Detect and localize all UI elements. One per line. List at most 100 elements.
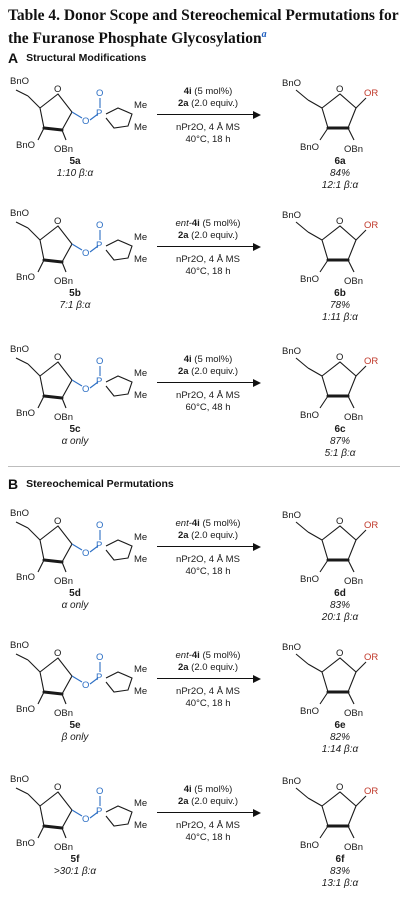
catalyst-line: 4i (5 mol%) xyxy=(183,354,233,365)
svg-text:BnO: BnO xyxy=(16,272,35,283)
section-a-title: Structural Modifications xyxy=(26,52,147,64)
footnote-mark: a xyxy=(261,29,267,40)
donor-id: 5b xyxy=(69,288,81,299)
solvent-line: nPr2O, 4 Å MS xyxy=(176,820,240,831)
product-yield: 82% xyxy=(329,732,350,743)
product-id: 6f xyxy=(335,854,345,865)
product-id: 6b xyxy=(334,288,346,299)
svg-text:O: O xyxy=(336,516,343,527)
temp-time-line: 40°C, 18 h xyxy=(185,565,231,577)
svg-text:P: P xyxy=(96,806,102,817)
svg-text:P: P xyxy=(96,108,102,119)
product-selectivity: 5:1 β:α xyxy=(324,448,356,459)
donor-id: 5c xyxy=(69,424,81,435)
acceptor-line: 2a (2.0 equiv.) xyxy=(177,661,239,673)
catalyst-line: ent-4i (5 mol%) xyxy=(175,218,241,229)
section-a-header: A Structural Modifications xyxy=(8,50,146,66)
solvent-line: nPr2O, 4 Å MS xyxy=(176,254,240,265)
donor-structure: O BnO BnO OBn O P O Me Me xyxy=(10,76,147,155)
svg-text:Me: Me xyxy=(134,100,147,111)
svg-text:O: O xyxy=(82,814,89,825)
product-id: 6a xyxy=(334,156,346,167)
acceptor-line: 2a (2.0 equiv.) xyxy=(177,365,239,377)
table-title-text: Table 4. Donor Scope and Stereochemical … xyxy=(8,7,399,48)
donor-structure: O BnO BnO OBn O P O Me Me xyxy=(10,208,147,287)
svg-text:BnO: BnO xyxy=(282,642,301,653)
svg-text:BnO: BnO xyxy=(10,344,29,355)
svg-text:OR: OR xyxy=(364,786,378,797)
product-structure: O BnO BnO OBn OR xyxy=(282,78,378,155)
reaction-arrow xyxy=(153,110,263,120)
svg-text:BnO: BnO xyxy=(282,346,301,357)
reaction-conditions: ent-4i (5 mol%)2a (2.0 equiv.)nPr2O, 4 Å… xyxy=(153,218,263,277)
temp-time-line: 40°C, 18 h xyxy=(185,265,231,277)
product-yield: 78% xyxy=(329,300,350,311)
donor-structure: O BnO BnO OBn O P O Me Me xyxy=(10,774,147,853)
product-id: 6d xyxy=(334,588,346,599)
product-selectivity: 12:1 β:α xyxy=(321,180,359,191)
svg-text:O: O xyxy=(82,248,89,259)
svg-text:OBn: OBn xyxy=(344,276,363,287)
svg-text:OR: OR xyxy=(364,220,378,231)
svg-text:BnO: BnO xyxy=(16,572,35,583)
svg-text:Me: Me xyxy=(134,532,147,543)
catalyst-line: 4i (5 mol%) xyxy=(183,784,233,795)
svg-text:BnO: BnO xyxy=(10,208,29,219)
acceptor-line: 2a (2.0 equiv.) xyxy=(177,795,239,807)
acceptor-line: 2a (2.0 equiv.) xyxy=(177,97,239,109)
svg-text:OBn: OBn xyxy=(344,576,363,587)
svg-text:OR: OR xyxy=(364,88,378,99)
solvent-line: nPr2O, 4 Å MS xyxy=(176,390,240,401)
product-yield: 87% xyxy=(329,436,350,447)
catalyst-line: ent-4i (5 mol%) xyxy=(175,518,241,529)
product-structure: O BnO BnO OBn OR xyxy=(282,210,378,287)
donor-structure: O BnO BnO OBn O P O Me Me xyxy=(10,344,147,423)
svg-text:Me: Me xyxy=(134,820,147,831)
donor-selectivity: >30:1 β:α xyxy=(53,866,97,877)
section-divider xyxy=(8,466,400,467)
reaction-arrow xyxy=(153,542,263,552)
product-selectivity: 1:11 β:α xyxy=(322,312,358,323)
svg-text:BnO: BnO xyxy=(16,704,35,715)
svg-text:OR: OR xyxy=(364,652,378,663)
svg-text:BnO: BnO xyxy=(10,508,29,519)
svg-text:O: O xyxy=(96,652,103,663)
section-a-letter: A xyxy=(8,50,19,66)
svg-text:BnO: BnO xyxy=(282,776,301,787)
donor-selectivity: 7:1 β:α xyxy=(59,300,91,311)
svg-text:OBn: OBn xyxy=(344,144,363,155)
svg-text:BnO: BnO xyxy=(10,774,29,785)
reaction-conditions: ent-4i (5 mol%)2a (2.0 equiv.)nPr2O, 4 Å… xyxy=(153,650,263,709)
svg-text:O: O xyxy=(336,648,343,659)
svg-text:OBn: OBn xyxy=(344,708,363,719)
svg-text:OBn: OBn xyxy=(54,144,73,155)
svg-text:BnO: BnO xyxy=(10,76,29,87)
product-structure: O BnO BnO OBn OR xyxy=(282,346,378,423)
temp-time-line: 40°C, 18 h xyxy=(185,697,231,709)
svg-text:O: O xyxy=(336,216,343,227)
svg-text:O: O xyxy=(54,84,61,95)
solvent-line: nPr2O, 4 Å MS xyxy=(176,554,240,565)
svg-text:OBn: OBn xyxy=(54,412,73,423)
donor-selectivity: β only xyxy=(61,732,89,743)
svg-text:O: O xyxy=(54,216,61,227)
svg-text:OR: OR xyxy=(364,520,378,531)
product-structure: O BnO BnO OBn OR xyxy=(282,776,378,853)
svg-text:O: O xyxy=(336,84,343,95)
acceptor-line: 2a (2.0 equiv.) xyxy=(177,529,239,541)
donor-structure: O BnO BnO OBn O P O Me Me xyxy=(10,508,147,587)
svg-text:OBn: OBn xyxy=(344,412,363,423)
svg-text:O: O xyxy=(96,220,103,231)
svg-text:Me: Me xyxy=(134,368,147,379)
